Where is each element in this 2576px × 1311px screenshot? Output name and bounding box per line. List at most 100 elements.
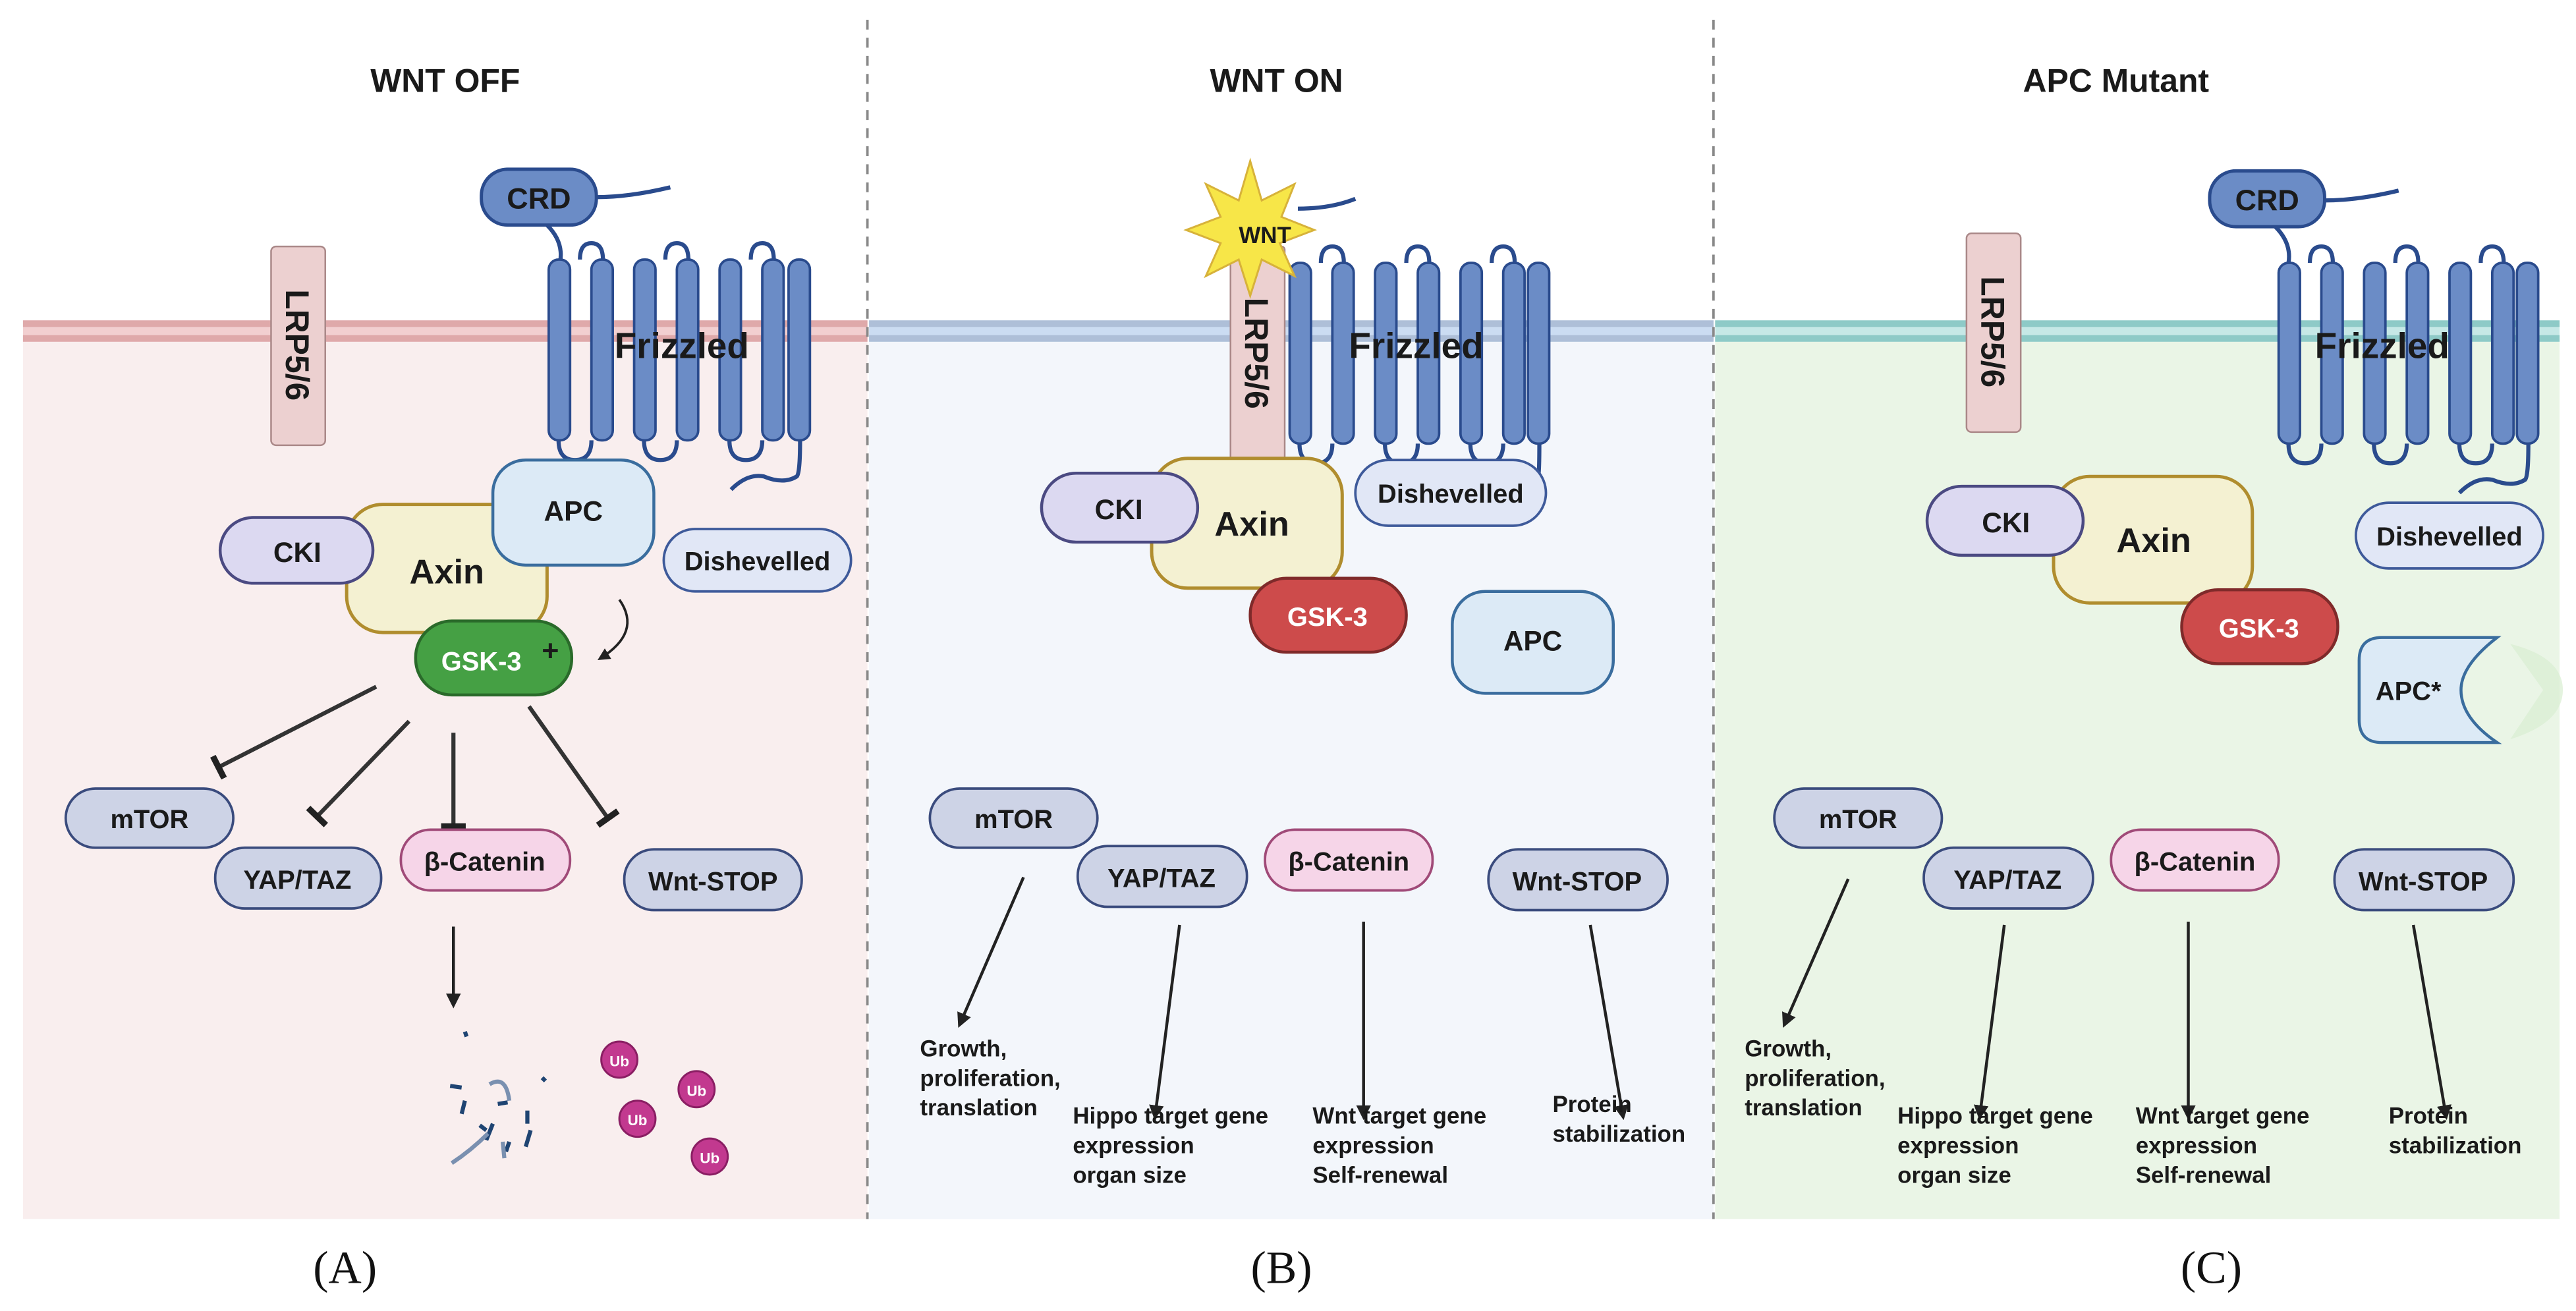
panel-a: WNT OFF LRP5/6 CRD Frizzled: [64, 63, 853, 1294]
bcatenin-node: [1264, 828, 1434, 892]
crd-label: CRD: [507, 182, 571, 215]
cki-label: CKI: [1982, 507, 2030, 538]
ubiquitin-group: Ub Ub Ub Ub: [600, 1040, 729, 1176]
mtor-label: mTOR: [974, 805, 1053, 834]
lrp-receptor: [270, 245, 326, 447]
svg-text:expression: expression: [1312, 1133, 1434, 1159]
gsk3-node-active: [414, 619, 574, 697]
wntstop-label: Wnt-STOP: [2359, 868, 2488, 897]
frizzled-label: Frizzled: [615, 325, 749, 366]
panel-title: APC Mutant: [2023, 63, 2210, 99]
svg-text:Ub: Ub: [700, 1150, 719, 1167]
lrp-receptor: [1965, 232, 2022, 433]
mtor-arrow: [957, 876, 1025, 1028]
inhibit-mtor: [210, 684, 378, 780]
dishevelled-label: Dishevelled: [2376, 522, 2523, 551]
mtor-label: mTOR: [110, 805, 188, 834]
wnt-label: WNT: [1239, 223, 1291, 248]
svg-text:expression: expression: [1073, 1133, 1194, 1159]
panel-label: (A): [313, 1243, 377, 1294]
cki-node: [1925, 484, 2085, 557]
yaptaz-outcome: Hippo target gene: [1897, 1103, 2093, 1129]
yaptaz-label: YAP/TAZ: [1107, 864, 1216, 893]
svg-text:organ size: organ size: [1073, 1162, 1187, 1188]
frizzled-receptor: Frizzled: [1288, 196, 1551, 493]
svg-text:Self-renewal: Self-renewal: [2136, 1162, 2272, 1188]
bcatenin-outcome: Wnt target gene: [1312, 1103, 1486, 1129]
svg-text:Self-renewal: Self-renewal: [1312, 1162, 1448, 1188]
wntstop-node: [1487, 848, 1669, 912]
cki-label: CKI: [273, 537, 322, 568]
mtor-outcome: Growth,: [920, 1036, 1007, 1061]
wnt-star-icon: [1183, 157, 1318, 299]
frizzled-receptor: CRD Frizzled: [480, 167, 812, 491]
yaptaz-arrow: [1149, 924, 1181, 1121]
dishevelled-label: Dishevelled: [1378, 480, 1524, 509]
svg-text:proliferation,: proliferation,: [1745, 1065, 1885, 1091]
svg-text:stabilization: stabilization: [1552, 1121, 1685, 1147]
wntstop-outcome: Protein: [2389, 1103, 2468, 1129]
gsk3-plus-sign: +: [542, 633, 559, 667]
wntstop-arrow: [1588, 924, 1629, 1121]
wntstop-label: Wnt-STOP: [1513, 868, 1642, 897]
yaptaz-label: YAP/TAZ: [243, 866, 351, 895]
gsk3-label: GSK-3: [441, 647, 522, 676]
mtor-outcome: Growth,: [1745, 1036, 1832, 1061]
apc-mutant-node: APC*: [2357, 636, 2563, 744]
svg-text:expression: expression: [2136, 1133, 2257, 1159]
dishevelled-node: [2354, 501, 2544, 570]
panel-label: (C): [2181, 1243, 2242, 1294]
mtor-label: mTOR: [1819, 805, 1897, 834]
lrp-label: LRP5/6: [1238, 298, 1275, 409]
ubiquitin-icon: [600, 1040, 639, 1079]
frizzled-receptor: CRD Frizzled: [2208, 169, 2540, 495]
svg-text:Ub: Ub: [628, 1112, 648, 1129]
lrp-label: LRP5/6: [1974, 276, 2011, 387]
yaptaz-arrow: [1973, 924, 2006, 1121]
panel-c: APC Mutant LRP5/6 CRD Frizzled Axin: [1745, 63, 2563, 1294]
bcatenin-label: β-Catenin: [424, 848, 546, 877]
gsk3-label: GSK-3: [2219, 615, 2299, 644]
svg-text:translation: translation: [1745, 1095, 1862, 1121]
svg-text:Ub: Ub: [609, 1053, 629, 1069]
lrp-label: LRP5/6: [279, 289, 316, 401]
degraded-bcatenin-fragments: [449, 1031, 547, 1165]
bcatenin-node: [399, 828, 572, 892]
panel-label: (B): [1250, 1243, 1312, 1294]
yaptaz-node: [213, 846, 383, 910]
cki-label: CKI: [1095, 494, 1143, 525]
panel-a-cytoplasm: [22, 338, 868, 1219]
mtor-node: [1773, 787, 1944, 849]
svg-text:translation: translation: [920, 1095, 1037, 1121]
bcatenin-node: [2110, 828, 2280, 892]
dishevelled-node: [662, 528, 853, 593]
svg-text:expression: expression: [1897, 1133, 2019, 1159]
mtor-node: [928, 787, 1099, 849]
missing-fragment-icon: [2510, 644, 2563, 740]
apc-to-gsk3-arrow: [597, 599, 629, 660]
wnt-ligand: WNT: [1183, 157, 1318, 299]
ubiquitin-icon: [690, 1137, 729, 1176]
svg-text:Ub: Ub: [686, 1082, 706, 1099]
apc-label: APC*: [2376, 677, 2442, 706]
axin-label: Axin: [2116, 522, 2191, 560]
inhibit-yaptaz: [306, 719, 411, 827]
yaptaz-node: [1076, 845, 1248, 908]
cki-node: [1040, 471, 1200, 544]
axin-label: Axin: [1214, 505, 1289, 544]
bcatenin-label: β-Catenin: [2135, 848, 2256, 877]
wntstop-node: [623, 848, 803, 912]
svg-text:organ size: organ size: [1897, 1162, 2011, 1188]
inhibit-wntstop: [527, 705, 620, 828]
axin-label: Axin: [410, 553, 484, 591]
yaptaz-outcome: Hippo target gene: [1073, 1103, 1268, 1129]
yaptaz-label: YAP/TAZ: [1953, 866, 2061, 895]
wntstop-node: [2333, 848, 2515, 912]
mtor-arrow: [1782, 878, 1850, 1028]
gsk3-label: GSK-3: [1287, 603, 1368, 632]
cki-node: [218, 516, 375, 585]
frizzled-label: Frizzled: [2315, 325, 2450, 366]
apc-label: APC: [1503, 626, 1562, 657]
bcatenin-label: β-Catenin: [1288, 848, 1409, 877]
